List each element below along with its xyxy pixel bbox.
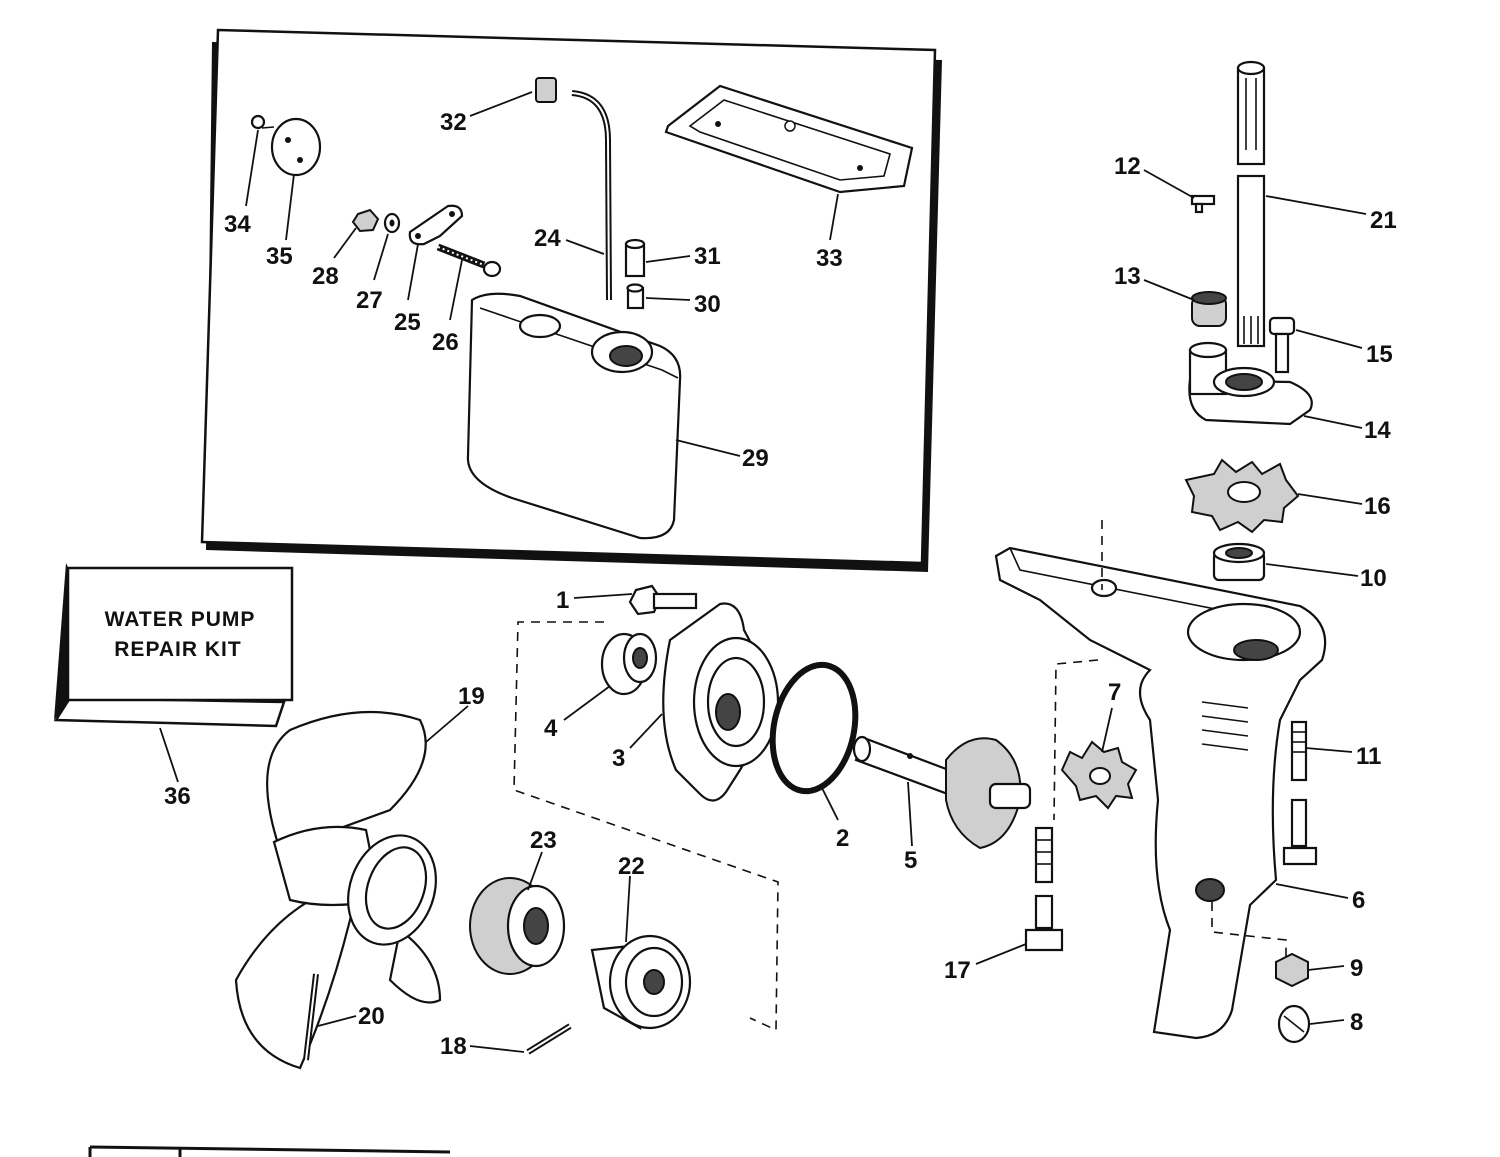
callout-31: 31 <box>694 243 721 270</box>
part-7-pinion-gear <box>1060 740 1138 810</box>
part-5-propeller-shaft <box>852 735 1032 850</box>
part-26-bolt <box>436 243 502 278</box>
part-1-bolt <box>628 584 698 616</box>
part-9-washer <box>1275 952 1309 988</box>
callout-12: 12 <box>1114 153 1141 180</box>
callout-20: 20 <box>358 1003 385 1030</box>
callout-16: 16 <box>1364 493 1391 520</box>
callout-29: 29 <box>742 445 769 472</box>
part-18-shear-pin <box>526 1023 572 1055</box>
part-32-clip <box>535 77 557 103</box>
part-28-nut <box>351 208 380 233</box>
part-17-bolt <box>1024 826 1064 952</box>
table-fragment <box>88 1145 451 1157</box>
callout-15: 15 <box>1366 341 1393 368</box>
part-22-thrust-hub <box>590 934 692 1031</box>
callout-1: 1 <box>556 587 569 614</box>
part-13-grommet <box>1191 291 1227 327</box>
part-35-cover-plate <box>270 117 322 177</box>
part-19-propeller <box>234 710 442 1070</box>
part-16-impeller <box>1184 458 1300 534</box>
callout-4: 4 <box>544 715 558 742</box>
part-31-sleeve <box>624 238 646 278</box>
callout-35: 35 <box>266 243 293 270</box>
callout-22: 22 <box>618 853 645 880</box>
callout-25: 25 <box>394 309 421 336</box>
callout-8: 8 <box>1350 1009 1363 1036</box>
callout-27: 27 <box>356 287 383 314</box>
part-15-screw <box>1268 316 1296 374</box>
callout-7: 7 <box>1108 679 1121 706</box>
part-12-pin <box>1190 194 1216 214</box>
callout-23: 23 <box>530 827 557 854</box>
callout-18: 18 <box>440 1033 467 1060</box>
kit-dashed-outline <box>513 520 1287 1032</box>
callout-17: 17 <box>944 957 971 984</box>
callout-5: 5 <box>904 847 917 874</box>
part-10-seal <box>1212 542 1266 582</box>
part-27-washer <box>383 212 401 234</box>
callout-26: 26 <box>432 329 459 356</box>
part-30-bushing <box>626 283 645 310</box>
part-11-stud <box>1282 720 1318 866</box>
callout-9: 9 <box>1350 955 1363 982</box>
part-34-screw <box>250 114 275 130</box>
part-4-bushing <box>600 632 658 696</box>
part-21-drive-shaft <box>1236 60 1266 348</box>
water-pump-repair-kit-box: WATER PUMP REPAIR KIT <box>53 563 294 728</box>
part-23-spline-bushing <box>469 877 566 975</box>
part-3-bearing-housing <box>662 602 780 802</box>
callout-11: 11 <box>1356 743 1381 770</box>
callout-32: 32 <box>440 109 467 136</box>
callout-24: 24 <box>534 225 561 252</box>
callout-2: 2 <box>836 825 849 852</box>
callout-28: 28 <box>312 263 339 290</box>
part-33-gasket <box>664 84 914 194</box>
kit-label-line-1: WATER PUMP <box>105 608 256 631</box>
callout-19: 19 <box>458 683 485 710</box>
callout-6: 6 <box>1352 887 1365 914</box>
part-2-o-ring <box>769 661 859 795</box>
part-25-bracket <box>408 204 464 246</box>
callout-13: 13 <box>1114 263 1141 290</box>
part-8-plug <box>1277 1004 1311 1044</box>
part-29-exhaust-housing <box>466 292 682 540</box>
leader-lines <box>159 91 1367 1053</box>
callout-3: 3 <box>612 745 625 772</box>
callout-33: 33 <box>816 245 843 272</box>
part-24-rod <box>571 90 612 301</box>
inset-panel <box>200 28 942 572</box>
part-6-gearcase <box>994 546 1327 1040</box>
callout-36: 36 <box>164 783 191 810</box>
part-14-pump-housing <box>1188 341 1313 426</box>
callout-labels: 1 2 3 4 5 6 7 8 9 10 11 12 13 14 15 16 1… <box>164 109 1397 1060</box>
callout-14: 14 <box>1364 417 1391 444</box>
callout-34: 34 <box>224 211 251 238</box>
callout-21: 21 <box>1370 207 1397 234</box>
callout-30: 30 <box>694 291 721 318</box>
part-20-cotter-pin <box>303 973 319 1061</box>
kit-label-line-2: REPAIR KIT <box>114 638 241 661</box>
callout-10: 10 <box>1360 565 1387 592</box>
